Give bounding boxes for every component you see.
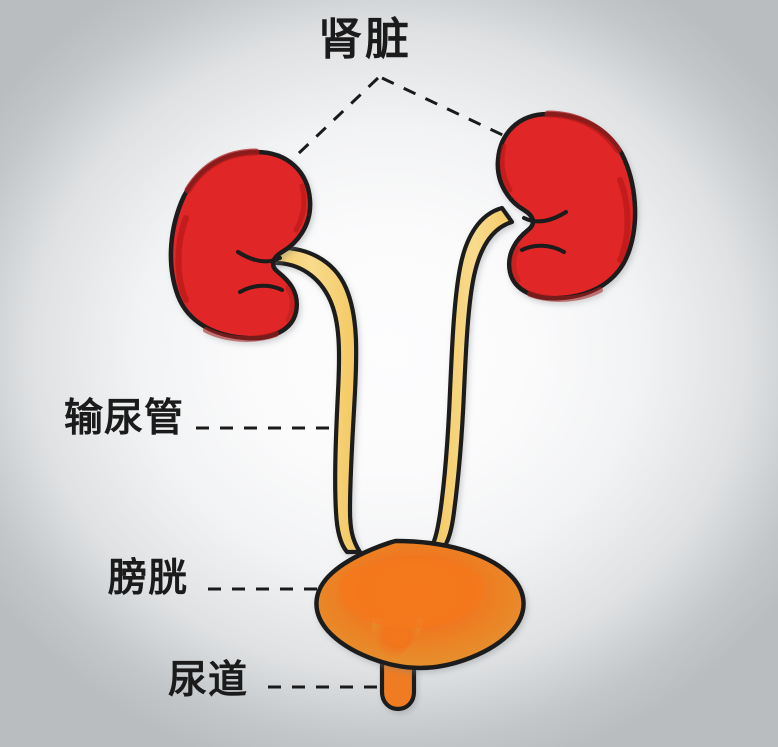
label-bladder: 膀胱 (108, 557, 189, 600)
label-ureter: 输尿管 (64, 397, 185, 440)
label-urethra: 尿道 (168, 659, 249, 702)
bladder (314, 538, 526, 671)
ureter-right (425, 205, 515, 555)
kidney-left (168, 148, 313, 342)
kidney-right (495, 110, 638, 302)
leader-kidney-left (256, 76, 380, 194)
label-kidneys: 肾脏 (318, 15, 412, 64)
ureter-left (269, 245, 363, 555)
